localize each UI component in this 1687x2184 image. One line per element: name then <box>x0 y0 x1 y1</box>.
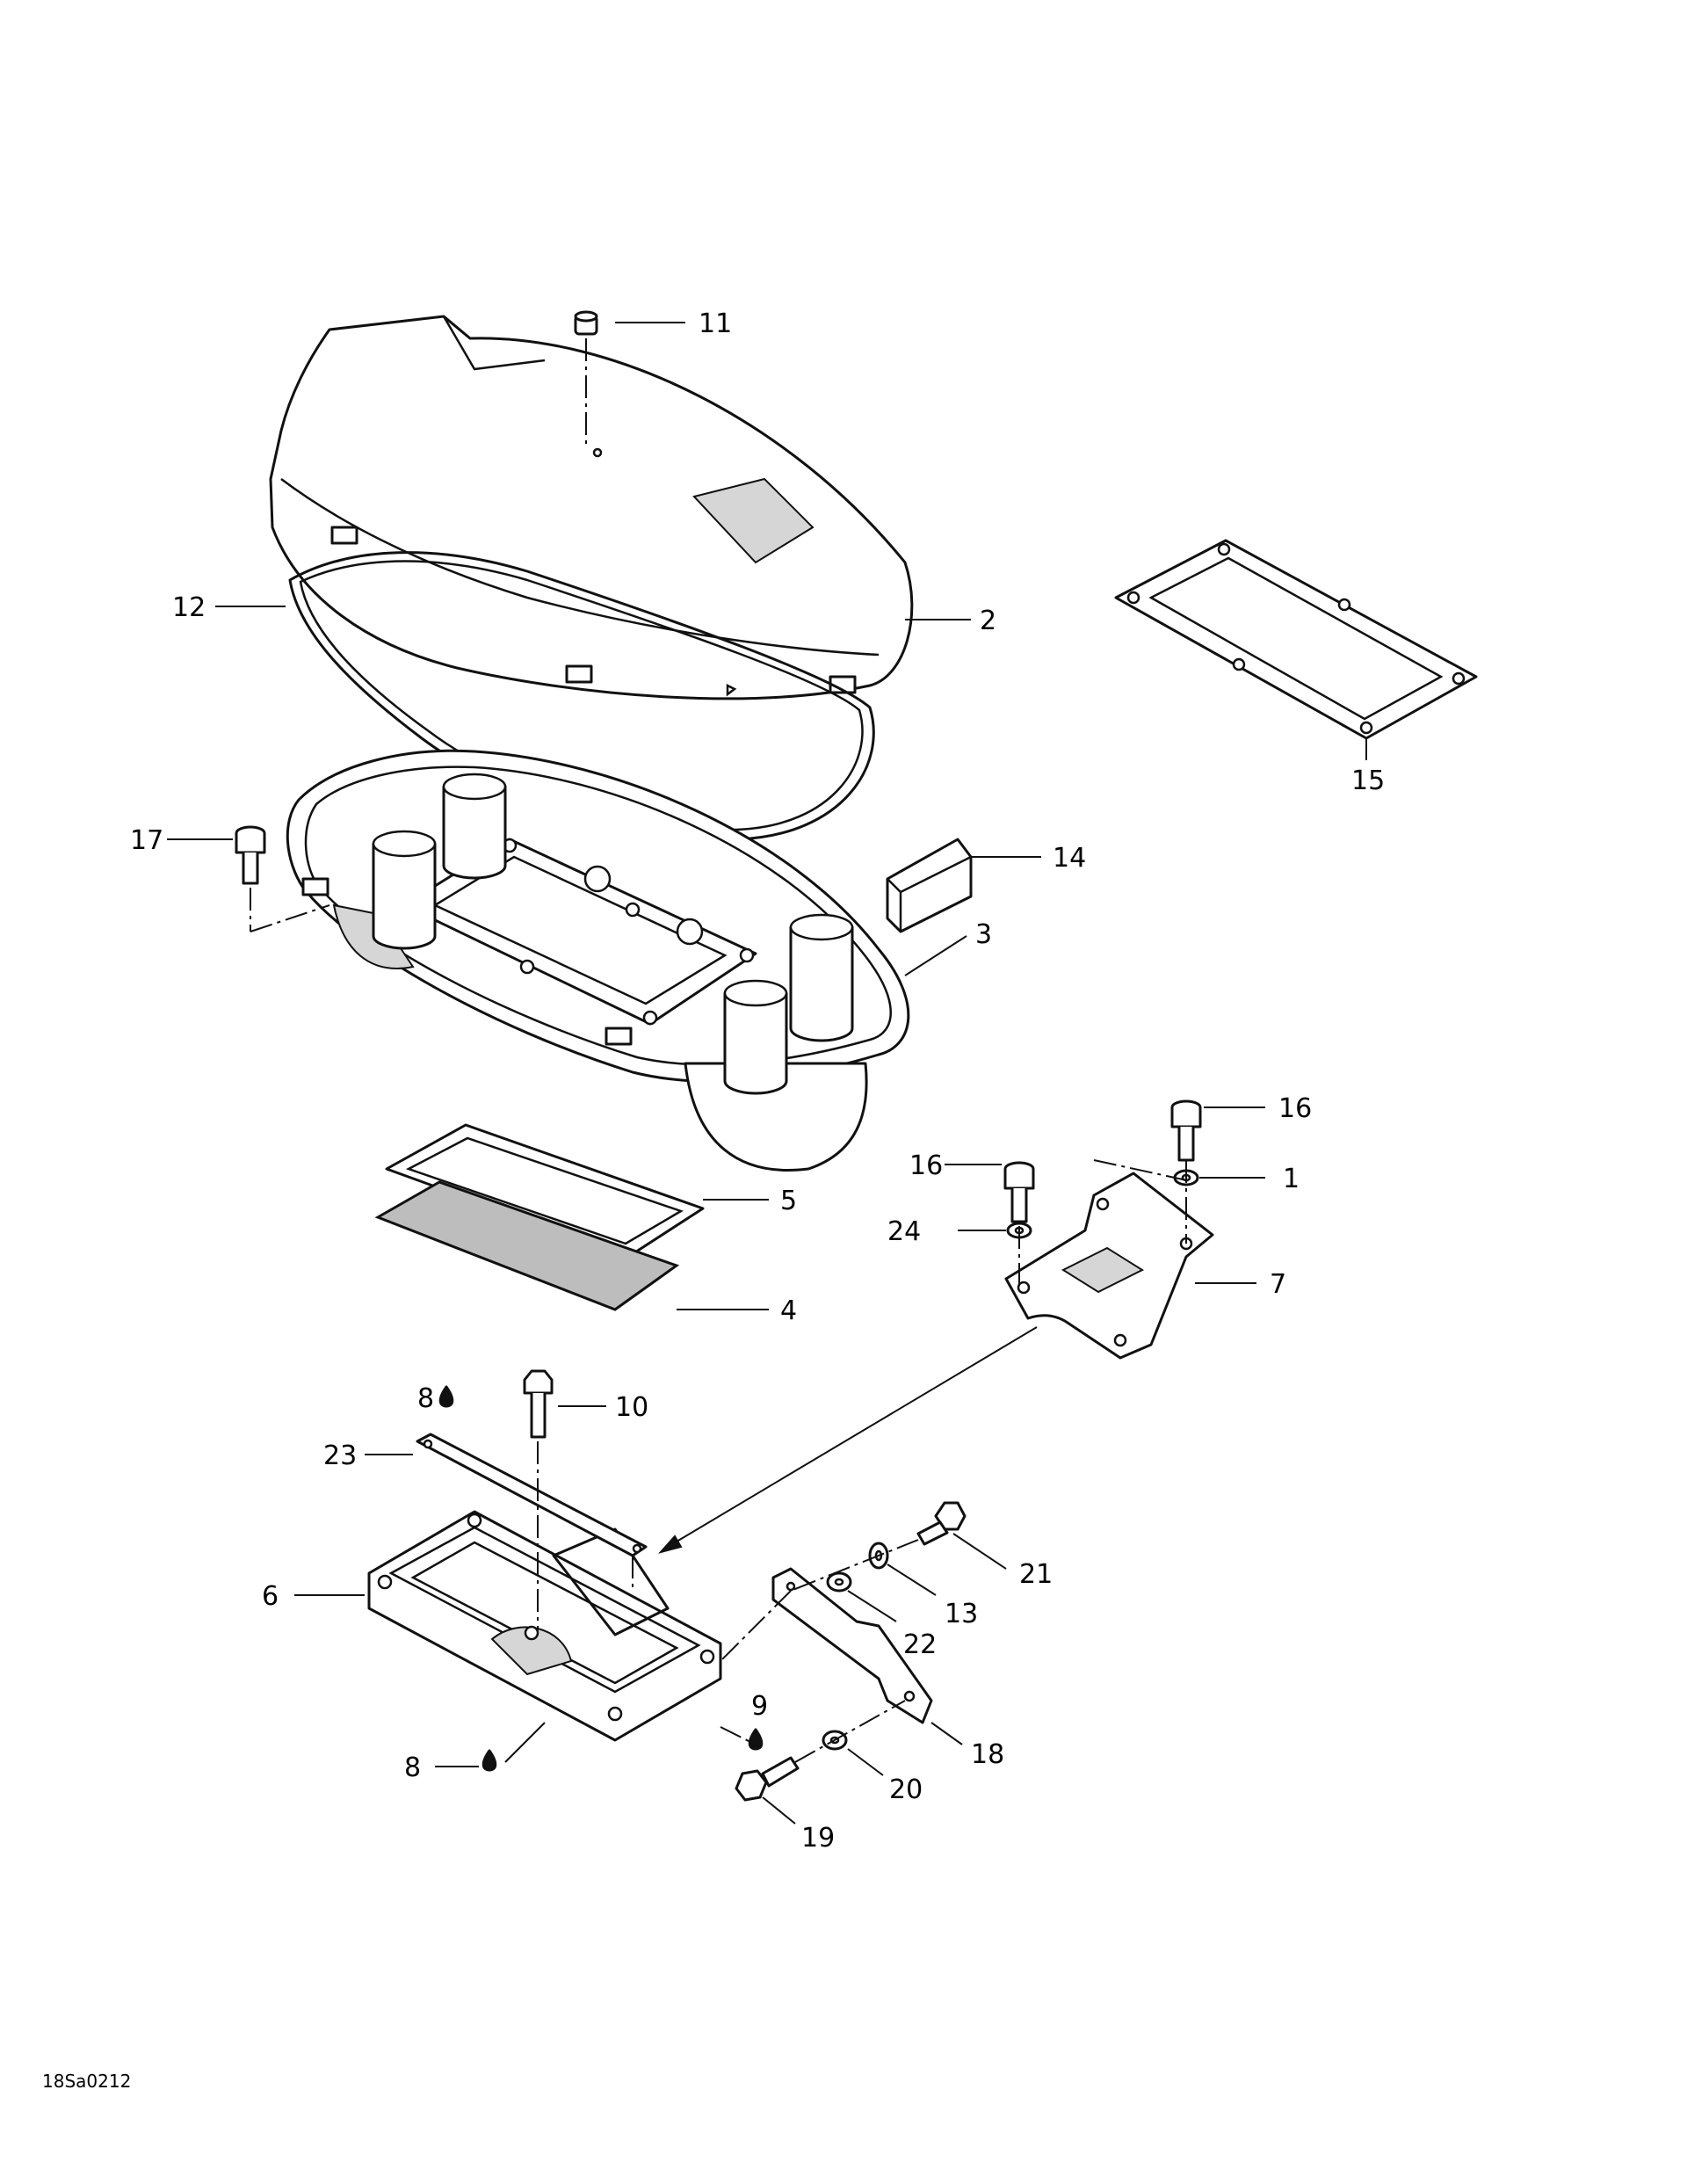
fastener-11 <box>574 310 598 336</box>
callout-8a: 8 <box>417 1383 434 1414</box>
upper-cover <box>269 315 914 700</box>
callout-9: 9 <box>751 1691 768 1722</box>
fastener-16a <box>1003 1161 1035 1223</box>
fastener-21 <box>916 1501 967 1546</box>
callout-13: 13 <box>945 1599 978 1629</box>
callout-3: 3 <box>975 919 992 950</box>
fastener-19 <box>735 1756 800 1802</box>
fastener-17 <box>235 825 266 885</box>
callout-labels: 11 2 12 15 14 17 3 16 16 1 5 24 7 4 8 10… <box>130 308 1385 1854</box>
callout-16a: 16 <box>909 1150 943 1181</box>
fastener-16b <box>1170 1099 1202 1162</box>
callout-4: 4 <box>780 1295 797 1326</box>
callout-16b: 16 <box>1278 1093 1312 1124</box>
callout-12: 12 <box>172 592 206 623</box>
plate-gasket <box>1114 539 1478 740</box>
clip <box>886 838 973 933</box>
airbox-base <box>286 749 910 1172</box>
retaining-strip <box>416 1433 648 1557</box>
figure-reference: 18Sa0212 <box>42 2071 131 2092</box>
callout-14: 14 <box>1053 843 1086 874</box>
support-plate <box>771 1567 933 1724</box>
cover-gasket <box>288 551 875 841</box>
assembly-axes <box>250 338 1196 1763</box>
callout-1: 1 <box>1283 1164 1300 1194</box>
callout-21: 21 <box>1019 1559 1053 1590</box>
callout-19: 19 <box>801 1823 835 1854</box>
assembly-arrow <box>658 1326 1038 1554</box>
callout-23: 23 <box>323 1440 357 1471</box>
drop-symbol-8b <box>481 1749 497 1772</box>
callout-2: 2 <box>980 606 996 636</box>
callout-24: 24 <box>887 1216 921 1247</box>
callout-15: 15 <box>1351 765 1385 796</box>
callout-10: 10 <box>615 1392 648 1423</box>
callout-5: 5 <box>780 1186 797 1216</box>
callout-18: 18 <box>971 1739 1004 1770</box>
callout-6: 6 <box>262 1581 279 1612</box>
callout-8b: 8 <box>404 1752 421 1783</box>
washer-22 <box>826 1571 852 1593</box>
callout-7: 7 <box>1270 1269 1286 1300</box>
filter-element <box>374 1180 680 1311</box>
lower-housing <box>367 1510 722 1742</box>
drop-symbol-9 <box>748 1728 764 1751</box>
leader-lines <box>167 322 1367 1825</box>
fastener-10 <box>523 1369 554 1439</box>
callout-22: 22 <box>903 1629 937 1660</box>
mounting-bracket <box>1004 1172 1214 1360</box>
drop-symbol-8a <box>438 1385 454 1408</box>
callout-17: 17 <box>130 825 163 856</box>
callout-20: 20 <box>889 1774 923 1805</box>
callout-11: 11 <box>699 308 732 339</box>
